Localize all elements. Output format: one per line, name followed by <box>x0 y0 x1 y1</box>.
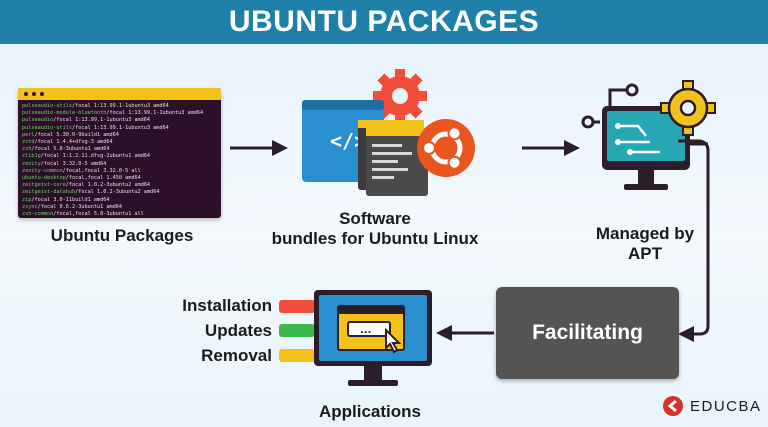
terminal-line: zsh/focal 5.8-3ubuntu1 amd64 <box>22 146 110 153</box>
arrow-right-icon <box>522 140 580 156</box>
terminal-line: zenity/focal 3.32.0-5 amd64 <box>22 160 107 167</box>
app-action-installation: Installation <box>182 296 272 315</box>
ubuntu-logo-icon <box>417 119 475 177</box>
terminal-window: pulseaudio-utils/focal 1:13.99.1-1ubuntu… <box>18 88 221 218</box>
brand-name: EDUCBA <box>690 397 762 415</box>
terminal-line: zeitgeist-datahub/focal 1.0.2-3ubuntu2 a… <box>22 189 160 196</box>
terminal-line: pulseaudio-utils/focal 1:13.99.1-1ubuntu… <box>22 103 169 109</box>
terminal-dot <box>24 92 28 96</box>
terminal-line: zlib1g/focal 1:1.2.11.dfsg-2ubuntu1 amd6… <box>22 153 151 160</box>
terminal-line: pulseaudio-module-bluetooth/focal 1:13.9… <box>22 110 204 117</box>
cursor-icon <box>385 327 402 354</box>
svg-text:...: ... <box>360 325 371 336</box>
software-label-line1: Software <box>339 209 411 228</box>
terminal-line: ubuntu-desktop/focal,focal 1.450 amd64 <box>22 175 141 182</box>
terminal-line: perl/focal 5.30.0-9build1 amd64 <box>22 131 119 138</box>
apt-monitor-illustration <box>581 80 716 190</box>
removal-tag <box>279 349 315 362</box>
educba-logo-icon <box>663 396 683 416</box>
terminal-titlebar <box>18 88 221 100</box>
ubuntu-packages-label: Ubuntu Packages <box>50 226 194 245</box>
terminal-output: pulseaudio-utils/focal 1:13.99.1-1ubuntu… <box>18 100 221 218</box>
header-banner: UBUNTU PACKAGES <box>0 0 768 44</box>
connector-arrow-icon <box>678 139 710 342</box>
arrow-left-icon <box>436 325 494 341</box>
managed-label-line2: APT <box>628 244 662 263</box>
terminal-dot <box>32 92 36 96</box>
app-action-updates: Updates <box>204 321 272 340</box>
facilitating-box: Facilitating <box>496 287 679 379</box>
page-title: UBUNTU PACKAGES <box>228 5 540 38</box>
terminal-line: zsh-common/focal,focal 5.8-3ubuntu1 all <box>22 211 144 218</box>
terminal-line: zstd/focal 1.4.4+dfsg-3 amd64 <box>22 139 113 146</box>
app-action-removal: Removal <box>201 346 272 365</box>
gear-icon <box>660 80 716 136</box>
terminal-line: pulseaudio-utils/focal 1:13.99.1-1ubuntu… <box>22 124 169 131</box>
applications-monitor-illustration: ... <box>314 290 432 386</box>
terminal-dot <box>40 92 44 96</box>
arrow-right-icon <box>230 140 288 156</box>
educba-logo: EDUCBA <box>662 395 762 417</box>
terminal-line: zenity-common/focal,focal 3.32.0-5 all <box>22 167 141 174</box>
applications-label: Applications <box>318 402 421 421</box>
terminal-line: pulseaudio/focal 1:13.99.1-1ubuntu3 amd6… <box>22 117 151 124</box>
managed-label-line1: Managed by <box>595 224 695 243</box>
facilitating-label: Facilitating <box>532 321 643 344</box>
terminal-line: zeitgeist-core/focal 1.0.2-3ubuntu2 amd6… <box>22 182 151 189</box>
terminal-line: zip/focal 3.0-11build1 amd64 <box>22 196 110 203</box>
installation-tag <box>279 300 315 313</box>
terminal-line: zsync/focal 0.6.2-3ubuntu1 amd64 <box>22 203 122 210</box>
updates-tag <box>279 324 315 337</box>
software-bundles-illustration: </> <box>302 69 475 196</box>
software-label-line2: bundles for Ubuntu Linux <box>271 229 479 248</box>
